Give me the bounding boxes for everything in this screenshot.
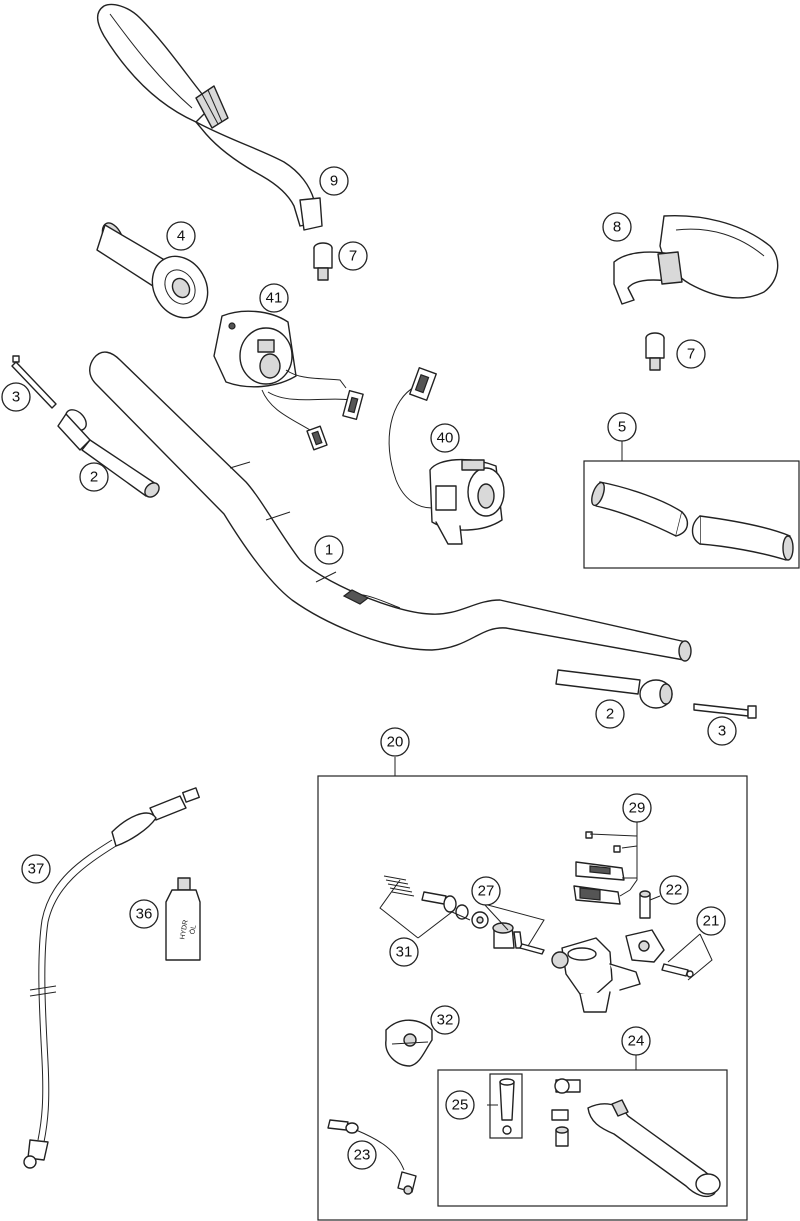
svg-text:7: 7 [349, 248, 357, 265]
svg-text:29: 29 [629, 800, 646, 817]
brake-line-part [23, 787, 200, 1169]
svg-text:21: 21 [703, 913, 720, 930]
mirror-left-part [96, 3, 323, 231]
svg-text:2: 2 [90, 469, 98, 486]
callout-1: 1 [314, 535, 344, 565]
bar-end-right-part [555, 669, 673, 709]
svg-text:7: 7 [687, 346, 695, 363]
handlebar-part [89, 351, 692, 662]
svg-text:2: 2 [606, 706, 614, 723]
mirror-adapter-right-part [645, 332, 665, 371]
grips-part [583, 460, 800, 569]
callout-25: 25 [445, 1090, 475, 1120]
reservoir-cover-part [573, 831, 625, 905]
banjo-bolt-part [327, 1119, 417, 1195]
bar-end-left-part [57, 409, 160, 498]
bottle-label-line1: HYDR [179, 919, 189, 940]
mirror-adapter-left-part [313, 242, 333, 281]
svg-text:24: 24 [628, 1033, 645, 1050]
master-cylinder-part [551, 929, 665, 1013]
svg-text:41: 41 [266, 290, 283, 307]
callout-32: 32 [430, 1005, 460, 1035]
callout-36: 36 [129, 899, 159, 929]
svg-text:22: 22 [666, 882, 683, 899]
throttle-grip-part [96, 222, 209, 319]
callout-7-right: 7 [676, 339, 706, 369]
callout-40: 40 [430, 423, 460, 453]
callout-24: 24 [621, 1026, 651, 1056]
callout-2-right: 2 [595, 699, 625, 729]
svg-text:27: 27 [478, 883, 495, 900]
svg-text:5: 5 [618, 419, 626, 436]
switch-left-part [213, 310, 364, 451]
svg-text:9: 9 [330, 173, 338, 190]
hydraulic-oil-bottle-part: HYDR ÖL [165, 877, 201, 961]
callout-7-left: 7 [338, 241, 368, 271]
svg-text:32: 32 [437, 1012, 454, 1029]
lever-part [587, 1099, 721, 1198]
lever-assembly-box [437, 1069, 728, 1207]
svg-text:37: 37 [28, 861, 45, 878]
leader-lines [379, 441, 713, 1106]
svg-text:25: 25 [452, 1097, 469, 1114]
svg-text:31: 31 [396, 944, 413, 961]
svg-text:4: 4 [177, 228, 185, 245]
svg-text:3: 3 [12, 389, 20, 406]
callout-3-left: 3 [1, 382, 31, 412]
callout-20: 20 [380, 727, 410, 757]
callout-31: 31 [389, 937, 419, 967]
callout-29: 29 [622, 793, 652, 823]
pin-part [639, 890, 651, 919]
callout-27: 27 [471, 876, 501, 906]
bolt-part [661, 963, 694, 978]
svg-text:23: 23 [354, 1147, 371, 1164]
callout-21: 21 [696, 906, 726, 936]
mirror-right-part [613, 215, 779, 305]
clamp-part [385, 1019, 433, 1067]
screw-right-part [693, 703, 757, 719]
callout-41: 41 [259, 283, 289, 313]
adjusting-screw-part [489, 1073, 523, 1139]
svg-text:8: 8 [613, 219, 621, 236]
callout-23: 23 [347, 1140, 377, 1170]
screw-left-part [11, 355, 57, 409]
lever-pin-part [551, 1078, 581, 1147]
callout-8: 8 [602, 212, 632, 242]
callout-3-right: 3 [707, 716, 737, 746]
callout-37: 37 [21, 854, 51, 884]
callout-9: 9 [319, 166, 349, 196]
switch-right-part [388, 367, 505, 545]
callout-22: 22 [659, 875, 689, 905]
callout-4: 4 [166, 221, 196, 251]
svg-text:1: 1 [325, 542, 333, 559]
bellows-part [492, 922, 545, 955]
svg-text:40: 40 [437, 430, 454, 447]
callout-2-left: 2 [79, 462, 109, 492]
callout-5: 5 [607, 412, 637, 442]
piston-kit-part [383, 875, 489, 929]
svg-text:36: 36 [136, 906, 153, 923]
svg-text:20: 20 [387, 734, 404, 751]
brake-assembly-box [317, 775, 748, 1221]
bottle-label-line2: ÖL [188, 924, 198, 935]
svg-text:3: 3 [718, 723, 726, 740]
